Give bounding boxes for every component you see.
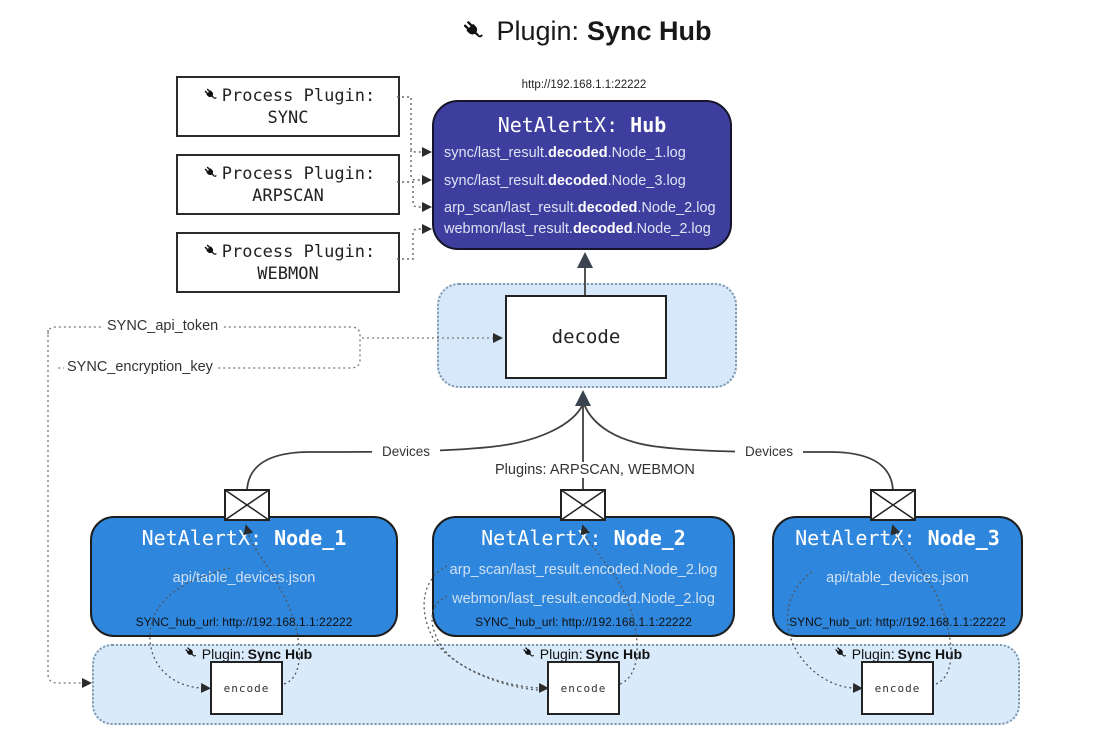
process-plugin-box-sync: Process Plugin: SYNC xyxy=(176,76,400,137)
plug-icon xyxy=(462,18,485,42)
plug-icon xyxy=(521,646,535,659)
page-title: Plugin: Sync Hub xyxy=(370,16,800,47)
encoder-plugin-label: Plugin: Sync Hub xyxy=(812,645,982,662)
process-plugin-name: ARPSCAN xyxy=(252,185,324,206)
node-file: arp_scan/last_result.encoded.Node_2.log xyxy=(449,562,718,578)
process-plugin-box-webmon: Process Plugin: WEBMON xyxy=(176,232,400,293)
node-title: NetAlertX: Node_1 xyxy=(141,526,347,550)
hub-log-line: sync/last_result.decoded.Node_3.log xyxy=(444,173,686,189)
node-box-1: NetAlertX: Node_1 api/table_devices.json… xyxy=(90,516,398,637)
hub-log-line: webmon/last_result.decoded.Node_2.log xyxy=(444,221,711,237)
plug-icon xyxy=(183,646,197,659)
node-file: api/table_devices.json xyxy=(826,570,969,586)
plug-icon xyxy=(833,646,847,659)
node-title: NetAlertX: Node_3 xyxy=(795,526,1000,550)
node-hub-url: SYNC_hub_url: http://192.168.1.1:22222 xyxy=(475,615,692,629)
node-box-3: NetAlertX: Node_3 api/table_devices.json… xyxy=(772,516,1023,637)
plug-icon xyxy=(203,165,218,180)
process-plugin-box-arpscan: Process Plugin: ARPSCAN xyxy=(176,154,400,215)
process-plugin-label: Process Plugin: xyxy=(221,85,376,106)
encode-box-2: encode xyxy=(547,661,620,715)
page-title-name: Sync Hub xyxy=(587,16,712,46)
node-file: api/table_devices.json xyxy=(172,570,316,586)
node-hub-url: SYNC_hub_url: http://192.168.1.1:22222 xyxy=(789,615,1006,629)
node-file: webmon/last_result.encoded.Node_2.log xyxy=(452,591,715,607)
hub-log-line: sync/last_result.decoded.Node_1.log xyxy=(444,145,686,161)
node-box-2: NetAlertX: Node_2 arp_scan/last_result.e… xyxy=(432,516,735,637)
process-plugin-label: Process Plugin: xyxy=(221,163,376,184)
hub-title: NetAlertX: Hub xyxy=(497,113,667,137)
node-hub-url: SYNC_hub_url: http://192.168.1.1:22222 xyxy=(135,615,353,629)
decode-box: decode xyxy=(505,295,667,379)
process-plugin-label: Process Plugin: xyxy=(221,241,376,262)
plug-icon xyxy=(203,87,218,102)
encoder-plugin-label: Plugin: Sync Hub xyxy=(162,645,332,662)
node-title: NetAlertX: Node_2 xyxy=(481,526,686,550)
process-plugin-name: WEBMON xyxy=(257,263,319,284)
page-title-prefix: Plugin: xyxy=(496,16,580,46)
plug-icon xyxy=(203,243,218,258)
encode-box-3: encode xyxy=(861,661,934,715)
encoder-plugin-label: Plugin: Sync Hub xyxy=(500,645,670,662)
hub-box: NetAlertX: Hub sync/last_result.decoded.… xyxy=(432,100,732,250)
process-plugin-name: SYNC xyxy=(267,107,309,128)
hub-log-line: arp_scan/last_result.decoded.Node_2.log xyxy=(444,200,716,216)
encode-box-1: encode xyxy=(210,661,283,715)
hub-url-label: http://192.168.1.1:22222 xyxy=(521,79,647,91)
